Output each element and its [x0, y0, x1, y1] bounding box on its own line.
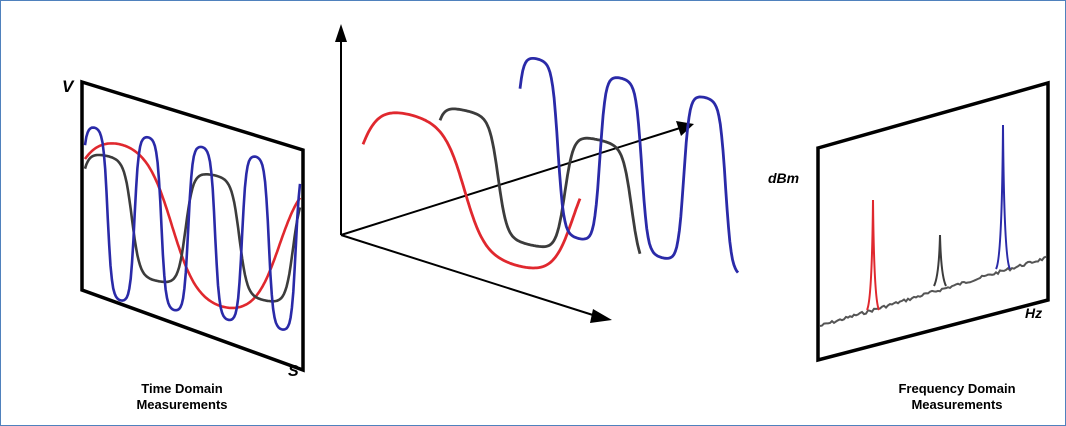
- gray-spectral-peak: [933, 234, 947, 287]
- time-caption-line2: Measurements: [136, 397, 228, 412]
- time-caption-line1: Time Domain: [141, 381, 223, 396]
- frequency-y-axis-label: dBm: [768, 170, 799, 186]
- time-gray-waveform: [83, 153, 302, 303]
- horizontal-axis-arrowhead: [590, 309, 612, 323]
- frequency-x-axis-label: Hz: [1025, 305, 1042, 321]
- time-x-axis-label: S: [288, 363, 299, 380]
- axes-blue-waveform: [518, 57, 740, 274]
- noise-floor-trace: [819, 255, 1047, 327]
- time-domain-plane: [80, 79, 305, 373]
- depth-axis: [340, 127, 681, 236]
- horizontal-axis: [340, 234, 597, 317]
- vertical-axis-arrowhead: [335, 24, 347, 42]
- frequency-domain-panel: dBm Hz: [768, 80, 1050, 363]
- time-red-waveform: [83, 142, 302, 310]
- time-y-axis-label: V: [62, 77, 75, 96]
- axes-red-waveform: [361, 111, 582, 270]
- three-d-axes: [335, 24, 740, 323]
- red-spectral-peak: [866, 199, 880, 311]
- frequency-domain-plane: [816, 80, 1050, 363]
- blue-spectral-peak: [995, 124, 1011, 270]
- time-domain-caption: Time Domain Measurements: [92, 381, 272, 413]
- frequency-domain-caption: Frequency Domain Measurements: [862, 381, 1052, 413]
- depth-axis-arrowhead: [676, 121, 694, 136]
- freq-caption-line2: Measurements: [911, 397, 1003, 412]
- time-blue-waveform: [83, 126, 302, 331]
- time-domain-panel: V S: [62, 77, 305, 380]
- axes-gray-waveform: [438, 107, 642, 255]
- freq-caption-line1: Frequency Domain: [898, 381, 1016, 396]
